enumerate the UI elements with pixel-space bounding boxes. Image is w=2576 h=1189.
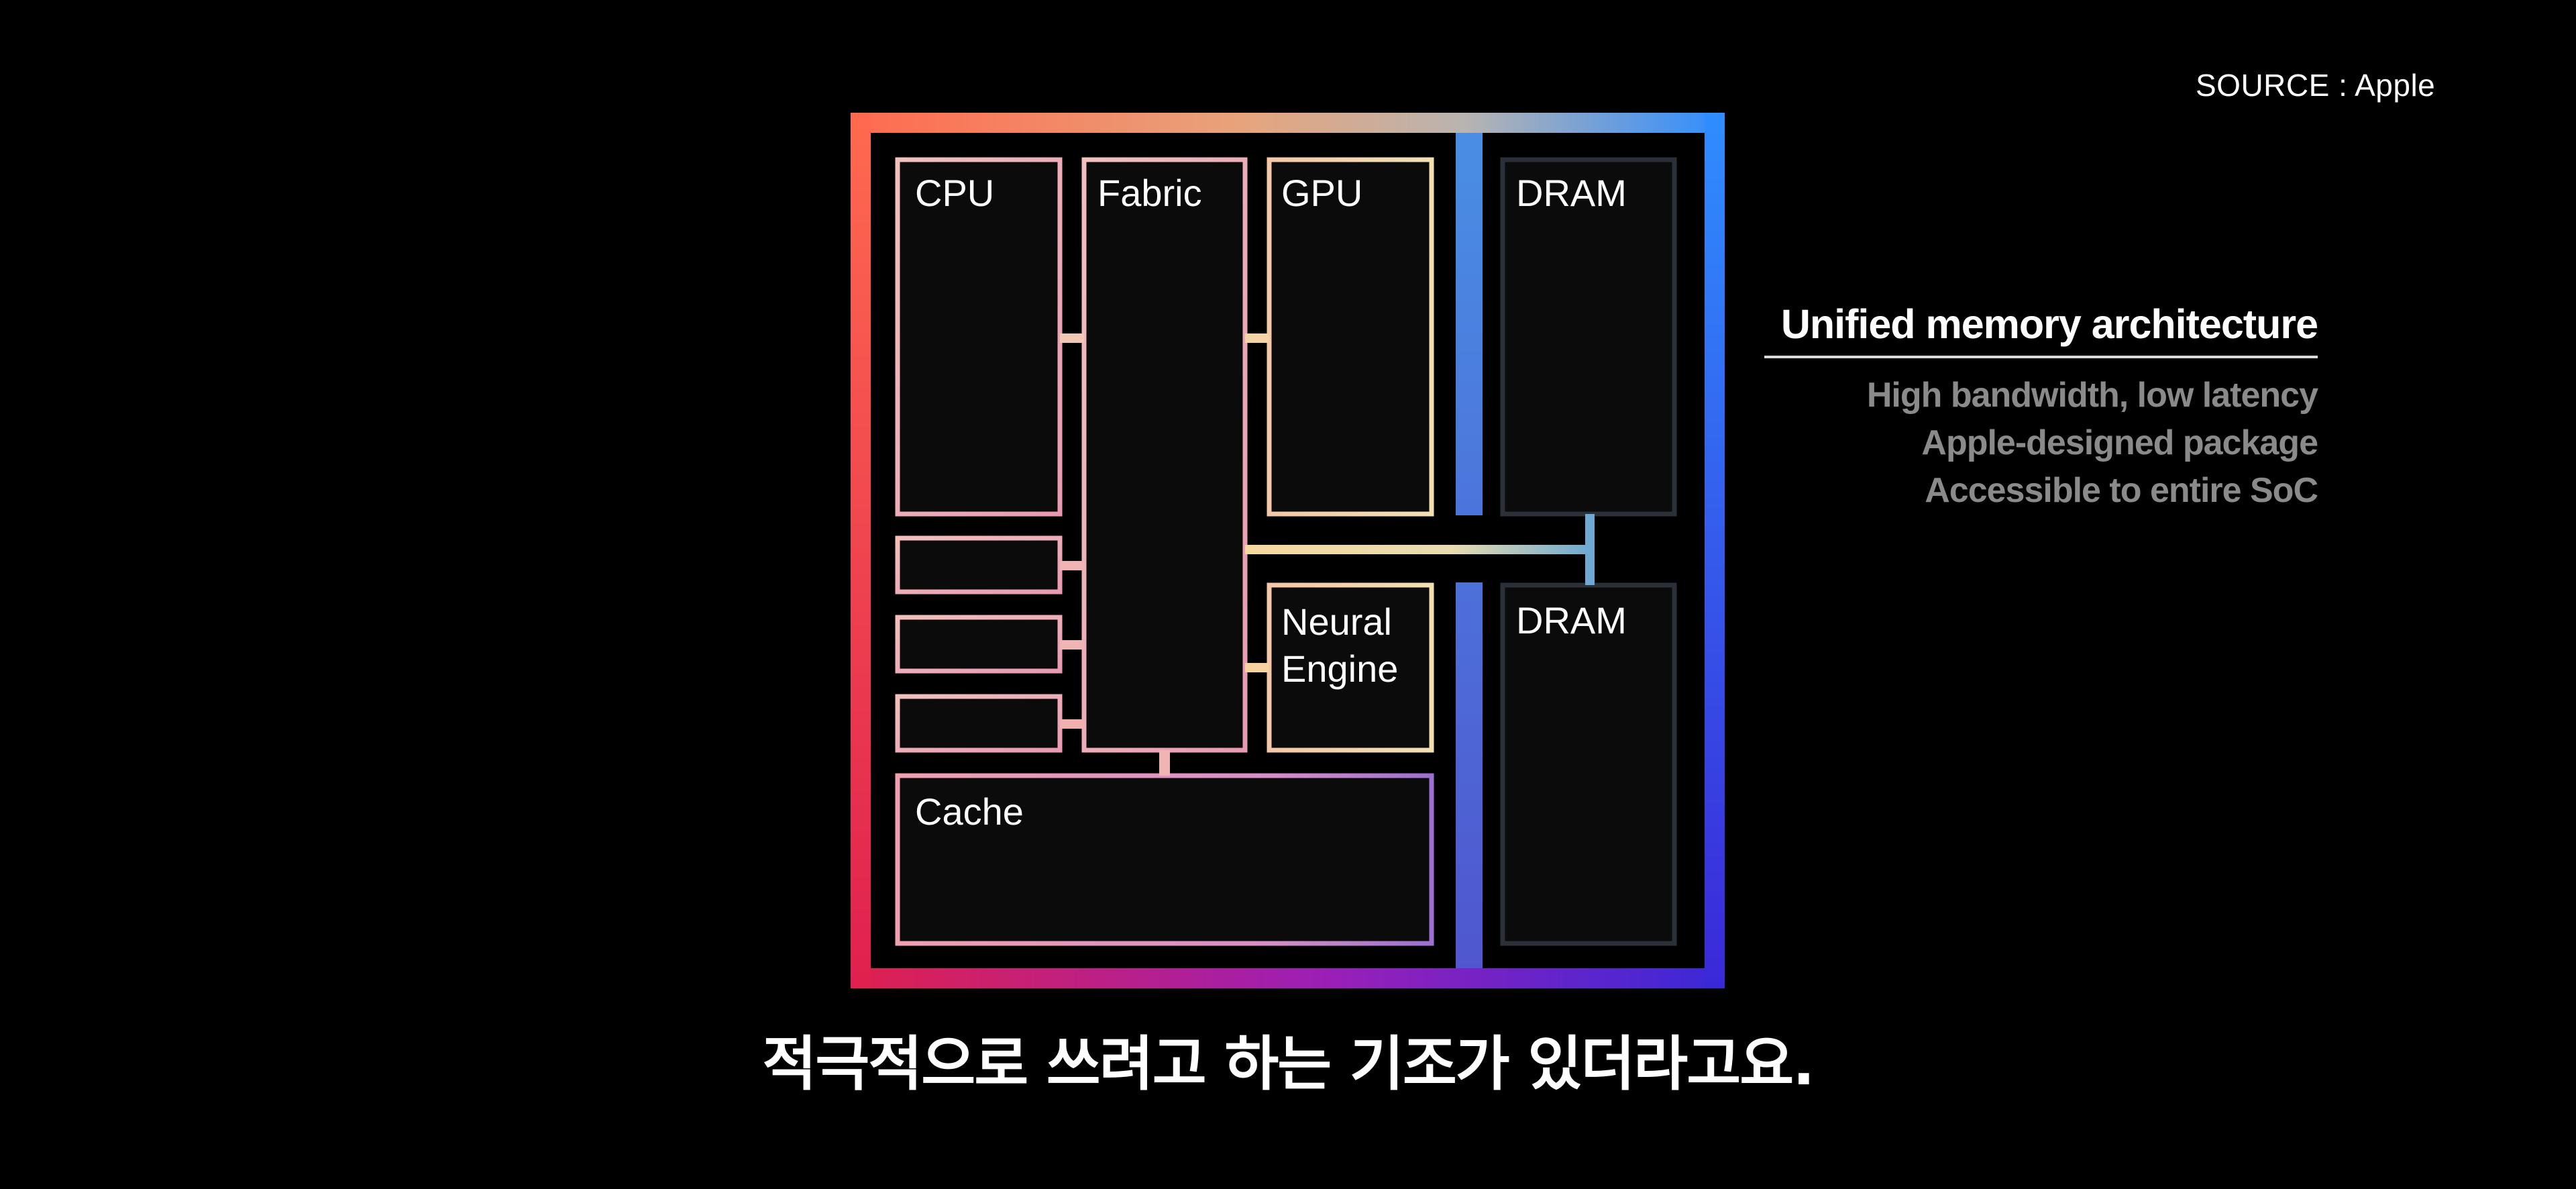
svg-text:Cache: Cache [915,790,1024,833]
cache-block: Cache [895,773,1434,946]
fabric-block: Fabric [1081,157,1248,753]
subtitle-caption: 적극적으로 쓰려고 하는 기조가 있더라고요. [762,1029,1815,1098]
feature-item: Apple-designed package [1921,423,2318,462]
svg-text:CPU: CPU [915,172,994,214]
svg-text:GPU: GPU [1281,172,1362,214]
dram-bottom-block: DRAM [1500,582,1677,946]
feature-item: Accessible to entire SoC [1925,471,2318,510]
neural-engine-block: Neural Engine [1267,582,1434,753]
small-block-1 [895,535,1063,594]
svg-text:DRAM: DRAM [1516,172,1627,214]
feature-list: High bandwidth, low latency Apple-design… [1764,372,2318,515]
source-credit: SOURCE : Apple [2196,68,2436,103]
cpu-block: CPU [895,157,1063,517]
svg-text:Neural: Neural [1281,601,1392,643]
small-block-3 [895,694,1063,753]
svg-text:DRAM: DRAM [1516,599,1627,641]
gpu-block: GPU [1267,157,1434,517]
interconnects [1060,333,1595,776]
feature-title: Unified memory architecture [1780,301,2318,347]
feature-item: High bandwidth, low latency [1866,376,2318,415]
svg-text:Fabric: Fabric [1097,172,1202,214]
svg-text:Engine: Engine [1281,648,1398,690]
feature-divider [1764,356,2318,358]
dram-top-block: DRAM [1500,157,1677,517]
small-block-2 [895,615,1063,674]
